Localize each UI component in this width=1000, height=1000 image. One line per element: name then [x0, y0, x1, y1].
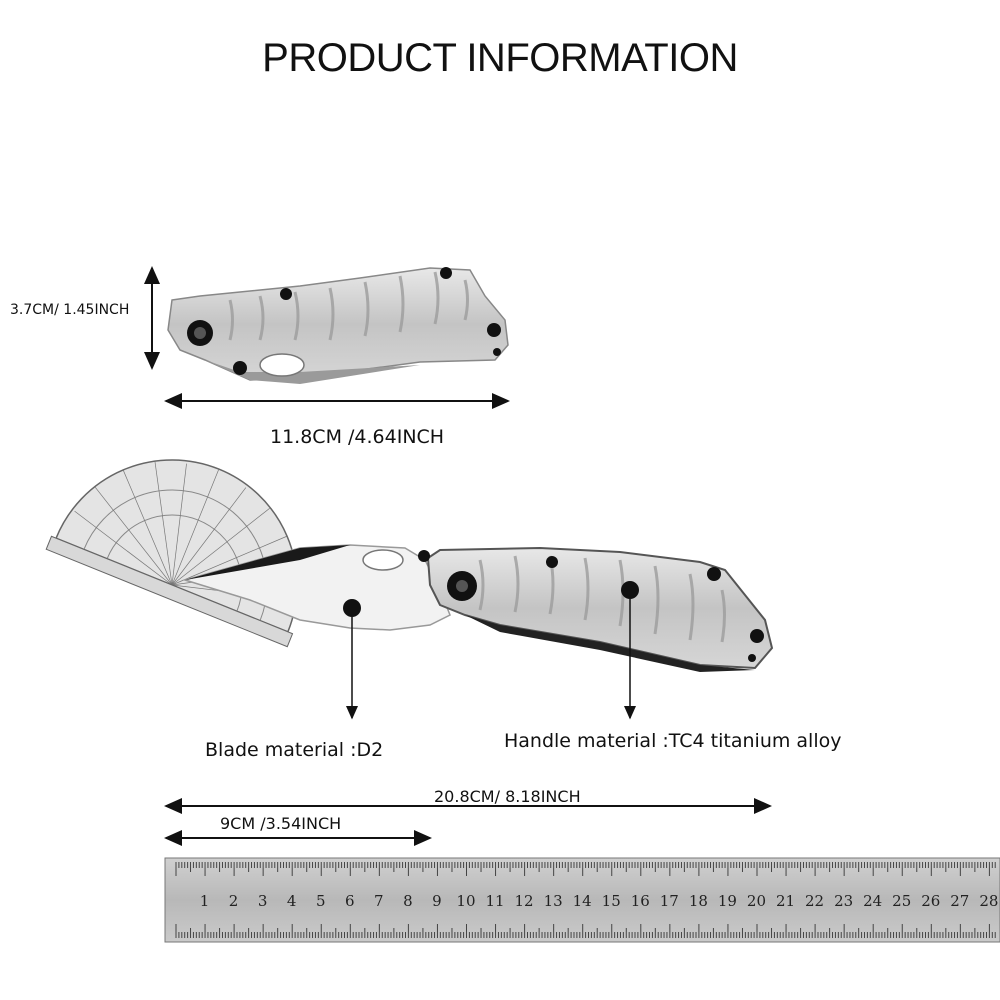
ruler-number: 8	[403, 892, 413, 910]
ruler-number: 2	[229, 892, 239, 910]
ruler-number: 13	[544, 892, 563, 910]
ruler-number: 14	[573, 892, 592, 910]
blade-callout-dot	[343, 599, 361, 617]
ruler-number: 9	[432, 892, 442, 910]
ruler-number: 11	[485, 892, 504, 910]
closed-length-label: 11.8CM /4.64INCH	[270, 426, 445, 448]
closed-height-label: 3.7CM/ 1.45INCH	[10, 302, 130, 318]
ruler-number: 17	[660, 892, 679, 910]
ruler-number: 3	[258, 892, 268, 910]
ruler-number: 4	[287, 892, 297, 910]
ruler-number: 24	[863, 892, 882, 910]
ruler-number: 20	[747, 892, 766, 910]
ruler-number: 7	[374, 892, 384, 910]
handle-callout-dot	[621, 581, 639, 599]
ruler-number: 18	[689, 892, 708, 910]
ruler-number: 26	[921, 892, 940, 910]
ruler-number: 5	[316, 892, 326, 910]
ruler-number: 19	[718, 892, 737, 910]
ruler-number: 15	[602, 892, 621, 910]
ruler-number: 23	[834, 892, 853, 910]
page-title: PRODUCT INFORMATION	[262, 36, 738, 80]
open-knife	[182, 544, 774, 672]
ruler-number: 28	[979, 892, 998, 910]
ruler-number: 25	[892, 892, 911, 910]
ruler-number: 27	[950, 892, 969, 910]
ruler-number: 10	[456, 892, 475, 910]
blade-material-label: Blade material :D2	[205, 739, 384, 761]
blade-length-label: 9CM /3.54INCH	[220, 814, 342, 833]
ruler-number: 1	[200, 892, 210, 910]
ruler-number: 12	[515, 892, 534, 910]
ruler-number: 6	[345, 892, 355, 910]
closed-knife	[167, 267, 509, 384]
overall-length-label: 20.8CM/ 8.18INCH	[434, 787, 581, 806]
handle-material-label: Handle material :TC4 titanium alloy	[504, 730, 842, 752]
ruler-number: 16	[631, 892, 650, 910]
ruler-number: 22	[805, 892, 824, 910]
ruler-number: 21	[776, 892, 795, 910]
